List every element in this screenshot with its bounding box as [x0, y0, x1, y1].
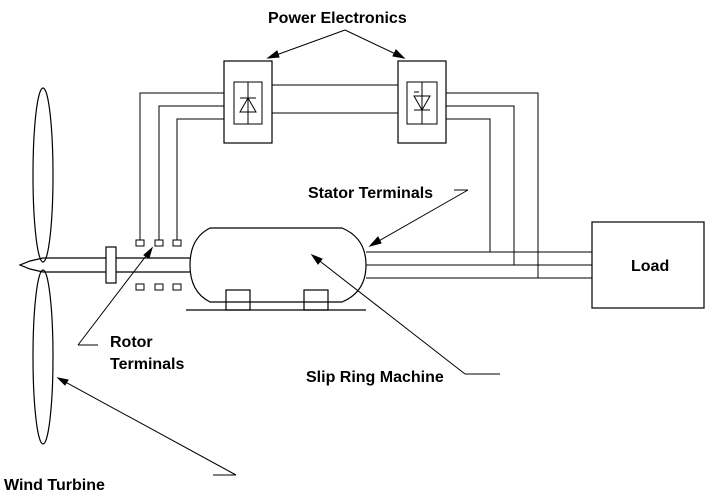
wind-turbine — [18, 87, 54, 445]
load-box — [591, 221, 705, 309]
shaft — [43, 246, 190, 284]
grid-side-wiring — [446, 92, 539, 278]
label-load: Load — [631, 258, 669, 275]
machine-foot-left — [225, 289, 251, 311]
rotor-wiring — [139, 92, 224, 240]
rotor-terminal-rings — [135, 239, 182, 291]
label-rotor-terminals-1: Rotor — [110, 334, 153, 351]
coupling-flange — [105, 246, 117, 284]
stator-lines — [366, 251, 592, 279]
label-stator-terminals: Stator Terminals — [308, 185, 433, 202]
lower-blade — [32, 269, 54, 445]
nose-cone — [18, 257, 44, 273]
left-converter — [223, 60, 273, 144]
right-converter — [397, 60, 447, 144]
label-wind-turbine: Wind Turbine — [4, 477, 105, 494]
label-slip-ring-machine: Slip Ring Machine — [306, 369, 444, 386]
leader-lines — [56, 29, 500, 476]
slip-ring-machine — [186, 227, 367, 311]
label-power-electronics: Power Electronics — [268, 10, 407, 27]
label-rotor-terminals-2: Terminals — [110, 356, 185, 373]
dc-link — [272, 84, 398, 114]
machine-foot-right — [303, 289, 329, 311]
upper-blade — [32, 87, 54, 263]
